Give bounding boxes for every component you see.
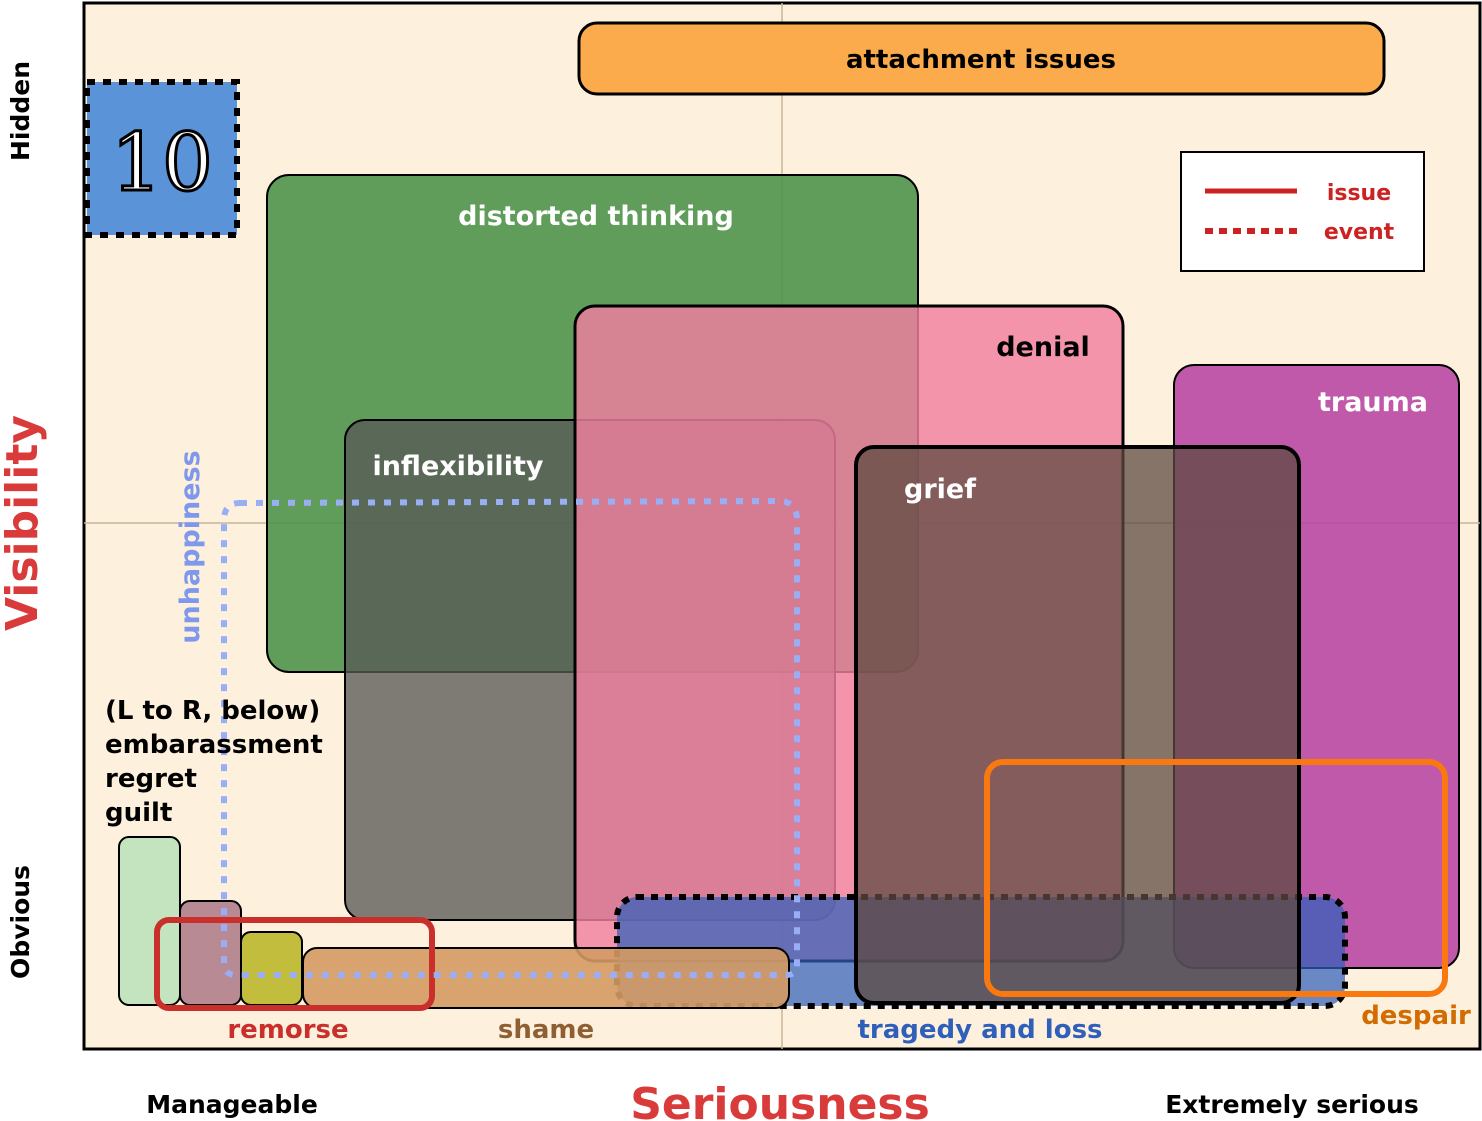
region-unhappiness — [221, 497, 800, 978]
label-despair: despair — [1361, 1001, 1471, 1031]
x-axis-high-label: Extremely serious — [1165, 1090, 1419, 1119]
label-denial: denial — [996, 332, 1090, 363]
small-note-line-3: regret — [105, 764, 197, 794]
label-tragedy-and-loss: tragedy and loss — [857, 1015, 1102, 1045]
x-axis-low-label: Manageable — [146, 1090, 318, 1119]
label-unhappiness: unhappiness — [175, 450, 206, 643]
region-grief — [854, 445, 1301, 1005]
region-despair — [984, 759, 1448, 997]
number-badge: 10 — [84, 79, 240, 238]
y-axis-low-label: Obvious — [6, 865, 35, 979]
label-remorse: remorse — [227, 1015, 348, 1045]
label-trauma: trauma — [1318, 387, 1428, 418]
legend-box — [1180, 151, 1425, 272]
legend: issue event — [1180, 151, 1425, 272]
x-axis-title: Seriousness — [630, 1079, 930, 1121]
legend-issue-label: issue — [1327, 181, 1391, 206]
y-axis-title: Visibility — [0, 415, 48, 631]
number-badge-value: 10 — [111, 116, 213, 209]
number-badge-box — [84, 79, 240, 238]
small-note-line-4: guilt — [105, 798, 172, 828]
label-grief: grief — [904, 474, 976, 505]
label-shame: shame — [498, 1015, 594, 1045]
small-note-line-1: (L to R, below) — [105, 696, 320, 726]
label-attachment-issues: attachment issues — [846, 45, 1116, 75]
small-note-line-2: embarassment — [105, 730, 323, 760]
region-regret — [179, 900, 242, 1006]
label-inflexibility: inflexibility — [372, 451, 543, 482]
region-remorse — [154, 917, 435, 1011]
legend-event-label: event — [1324, 220, 1395, 245]
y-axis-high-label: Hidden — [6, 61, 35, 161]
region-attachment-issues — [577, 21, 1386, 96]
label-distorted-thinking: distorted thinking — [458, 201, 734, 232]
region-guilt — [240, 931, 303, 1006]
